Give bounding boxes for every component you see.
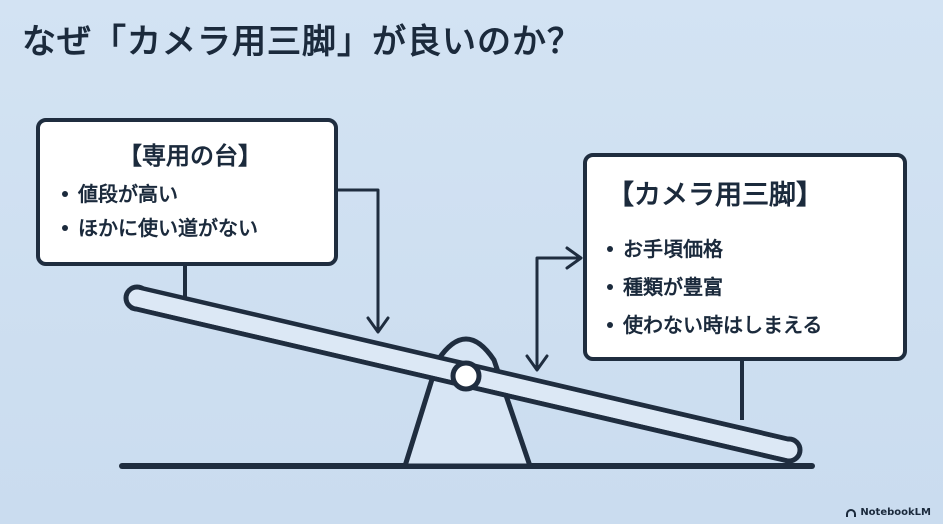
- pivot: [450, 360, 482, 392]
- bullet-icon: [607, 284, 613, 290]
- dedicated-stand-heading: 【専用の台】: [118, 142, 262, 170]
- watermark: NotebookLM: [846, 507, 931, 518]
- list-item-text: 種類が豊富: [623, 275, 723, 299]
- page-title: なぜ「カメラ用三脚」が良いのか？: [22, 22, 582, 62]
- list-item: ほかに使い道がない: [62, 211, 318, 245]
- list-item-text: ほかに使い道がない: [78, 216, 258, 240]
- bullet-icon: [62, 225, 68, 231]
- list-item: お手頃価格: [607, 230, 887, 268]
- list-item: 種類が豊富: [607, 268, 887, 306]
- arrow-icon: [338, 188, 390, 334]
- list-item: 使わない時はしまえる: [607, 306, 887, 344]
- notebooklm-logo-icon: [846, 508, 857, 517]
- dedicated-stand-box: 【専用の台】 値段が高い ほかに使い道がない: [36, 118, 338, 266]
- bullet-icon: [607, 246, 613, 252]
- list-item-text: 値段が高い: [78, 182, 178, 206]
- camera-tripod-list: お手頃価格 種類が豊富 使わない時はしまえる: [607, 230, 887, 344]
- arrow-icon: [525, 246, 583, 372]
- list-item-text: 使わない時はしまえる: [623, 313, 823, 337]
- bullet-icon: [607, 322, 613, 328]
- bullet-icon: [62, 191, 68, 197]
- dedicated-stand-list: 値段が高い ほかに使い道がない: [62, 177, 318, 245]
- camera-tripod-heading: 【カメラ用三脚】: [607, 180, 823, 211]
- list-item: 値段が高い: [62, 177, 318, 211]
- watermark-text: NotebookLM: [860, 507, 931, 518]
- camera-tripod-box: 【カメラ用三脚】 お手頃価格 種類が豊富 使わない時はしまえる: [583, 153, 907, 361]
- list-item-text: お手頃価格: [623, 237, 723, 261]
